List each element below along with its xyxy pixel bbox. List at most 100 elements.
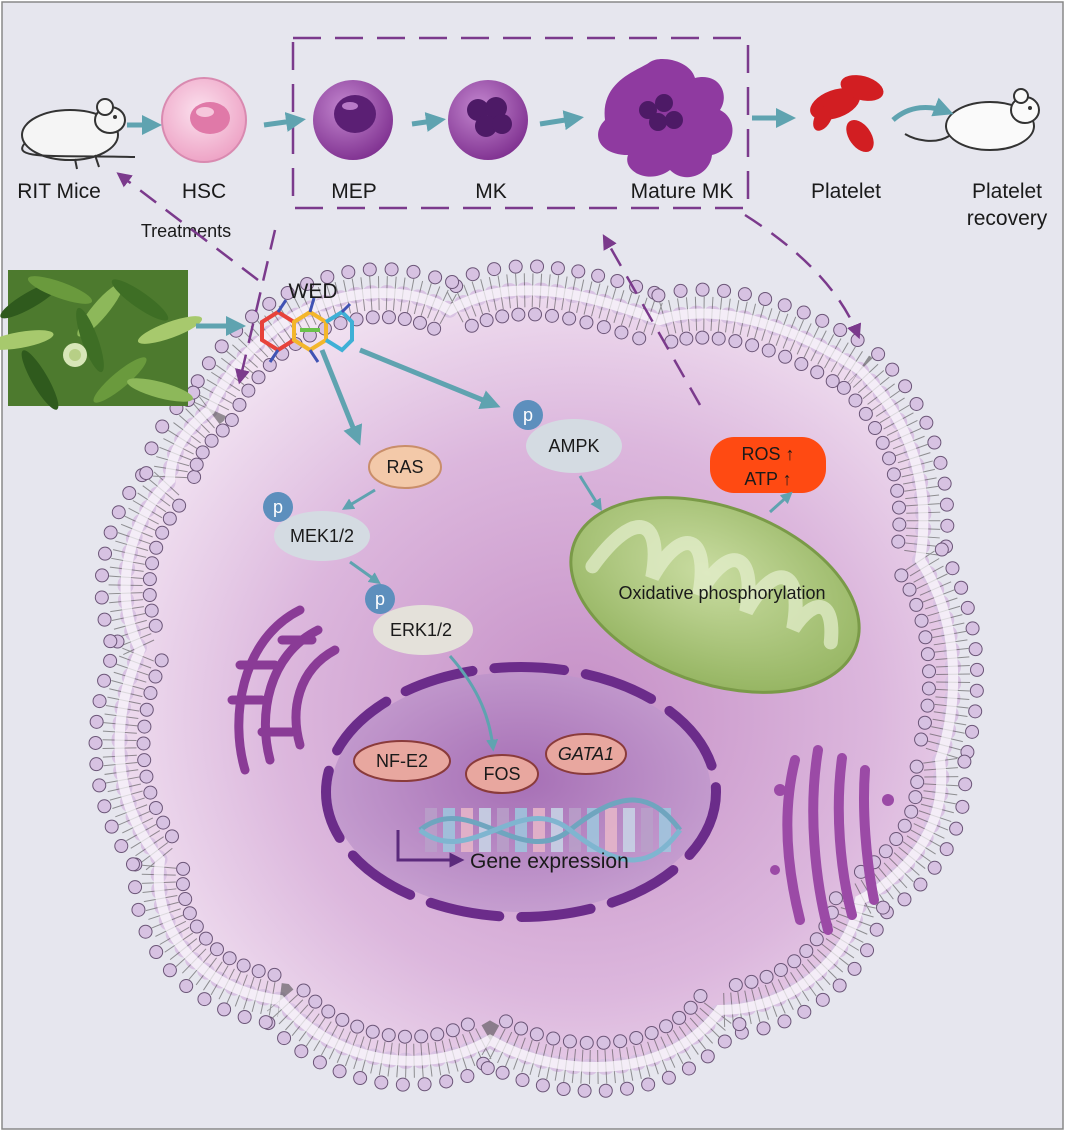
maturation-dashed-box xyxy=(291,36,750,210)
dna-rung xyxy=(605,808,617,852)
dna-rung xyxy=(443,808,455,852)
lipid-head xyxy=(847,961,862,976)
lipid-head xyxy=(138,924,153,939)
lipid-head xyxy=(858,406,873,421)
ros-atp-box: ROS ↑ ATP ↑ xyxy=(710,437,826,493)
lipid-head xyxy=(397,312,412,327)
lipid-head xyxy=(787,954,802,969)
herb-leaf xyxy=(27,276,93,304)
lipid-head xyxy=(414,1029,429,1044)
lipid-head xyxy=(908,790,923,805)
lipid-head xyxy=(122,486,137,501)
hsc-cell-icon xyxy=(161,77,247,163)
lipid-head xyxy=(515,1073,530,1088)
lipid-head xyxy=(644,1025,659,1040)
lipid-head xyxy=(596,1035,611,1050)
lipid-head xyxy=(744,974,759,989)
herb-photo xyxy=(0,270,203,410)
pathway-arrows xyxy=(319,347,793,752)
lipid-head xyxy=(869,922,884,937)
ras-node: RAS xyxy=(368,445,442,489)
lipid-head xyxy=(939,842,954,857)
hsc-label: HSC xyxy=(182,180,226,203)
lipid-head xyxy=(778,349,793,364)
lipid-head xyxy=(871,347,886,362)
lipid-head xyxy=(957,754,972,769)
lipid-head xyxy=(381,310,396,325)
lipid-head xyxy=(878,844,893,859)
lipid-head xyxy=(498,1014,513,1029)
lipid-head xyxy=(300,276,315,291)
lipid-head xyxy=(894,568,909,583)
lipid-head xyxy=(145,556,160,571)
lipid-head xyxy=(412,315,427,330)
mitochondrion-icon xyxy=(569,496,861,694)
lipid-head xyxy=(182,906,197,921)
fos-label: FOS xyxy=(483,764,520,784)
lipid-head xyxy=(904,804,919,819)
erk-phospho-label: p xyxy=(375,589,385,609)
dna-rung xyxy=(587,808,599,852)
lipid-head xyxy=(799,943,814,958)
lipid-head xyxy=(717,283,732,298)
lipid-head xyxy=(111,505,126,520)
rit-mouse-icon xyxy=(21,98,136,170)
lipid-head xyxy=(209,942,224,957)
lipid-head xyxy=(632,331,647,346)
lipid-head xyxy=(460,1069,475,1084)
lipid-head xyxy=(562,311,577,326)
lipid-heads xyxy=(88,259,985,1098)
ampk-phospho-label: p xyxy=(523,405,533,425)
lipid-head xyxy=(620,1081,635,1096)
oxphos-label: Oxidative phosphorylation xyxy=(618,583,825,603)
lipid-head xyxy=(144,441,159,456)
lipid-head xyxy=(487,262,502,277)
mature-mk-cell-icon xyxy=(598,58,733,178)
lipid-head xyxy=(103,634,118,649)
lipid-head xyxy=(614,325,629,340)
dna-rung xyxy=(515,808,527,852)
ras-label: RAS xyxy=(386,457,423,477)
lipid-head xyxy=(374,1075,389,1090)
lipid-head xyxy=(224,412,239,427)
lipid-head xyxy=(700,1049,715,1064)
lipid-head xyxy=(136,736,151,751)
lipid-head xyxy=(479,313,494,328)
mek-phospho-label: p xyxy=(273,497,283,517)
lipid-head xyxy=(178,892,193,907)
dna-rung xyxy=(623,808,635,852)
lipid-head xyxy=(777,1014,792,1029)
lipid-head xyxy=(810,365,825,380)
lipid-head xyxy=(395,1077,410,1092)
lipid-head xyxy=(954,580,969,595)
lipid-head xyxy=(968,704,983,719)
platelet-icon xyxy=(810,75,884,153)
lipid-head xyxy=(577,1083,592,1098)
platelet-recovery-label-1: Platelet xyxy=(972,180,1042,203)
lipid-head xyxy=(917,715,932,730)
erk-node: ERK1/2 p xyxy=(365,584,473,655)
lipid-head xyxy=(728,977,743,992)
lipid-head xyxy=(125,857,140,872)
wed-label: WED xyxy=(289,280,338,303)
lipid-head xyxy=(128,880,143,895)
lipid-head xyxy=(897,818,912,833)
lipid-head xyxy=(514,1021,529,1036)
lipid-head xyxy=(362,262,377,277)
lipid-head xyxy=(237,1009,252,1024)
lipid-head xyxy=(258,1015,273,1030)
herb-leaf xyxy=(0,330,54,350)
lipid-head xyxy=(139,702,154,717)
lipid-head xyxy=(918,630,933,645)
lipid-head xyxy=(341,265,356,280)
lipid-head xyxy=(544,308,559,323)
lipid-head xyxy=(825,374,840,389)
ampk-phospho-badge xyxy=(513,400,543,430)
lipid-head xyxy=(320,269,335,284)
lipid-head xyxy=(891,534,906,549)
lipid-head xyxy=(365,310,380,325)
lipid-head xyxy=(673,283,688,298)
lipid-head xyxy=(350,1019,365,1034)
lipid-head xyxy=(828,891,843,906)
lipid-head xyxy=(610,274,625,289)
